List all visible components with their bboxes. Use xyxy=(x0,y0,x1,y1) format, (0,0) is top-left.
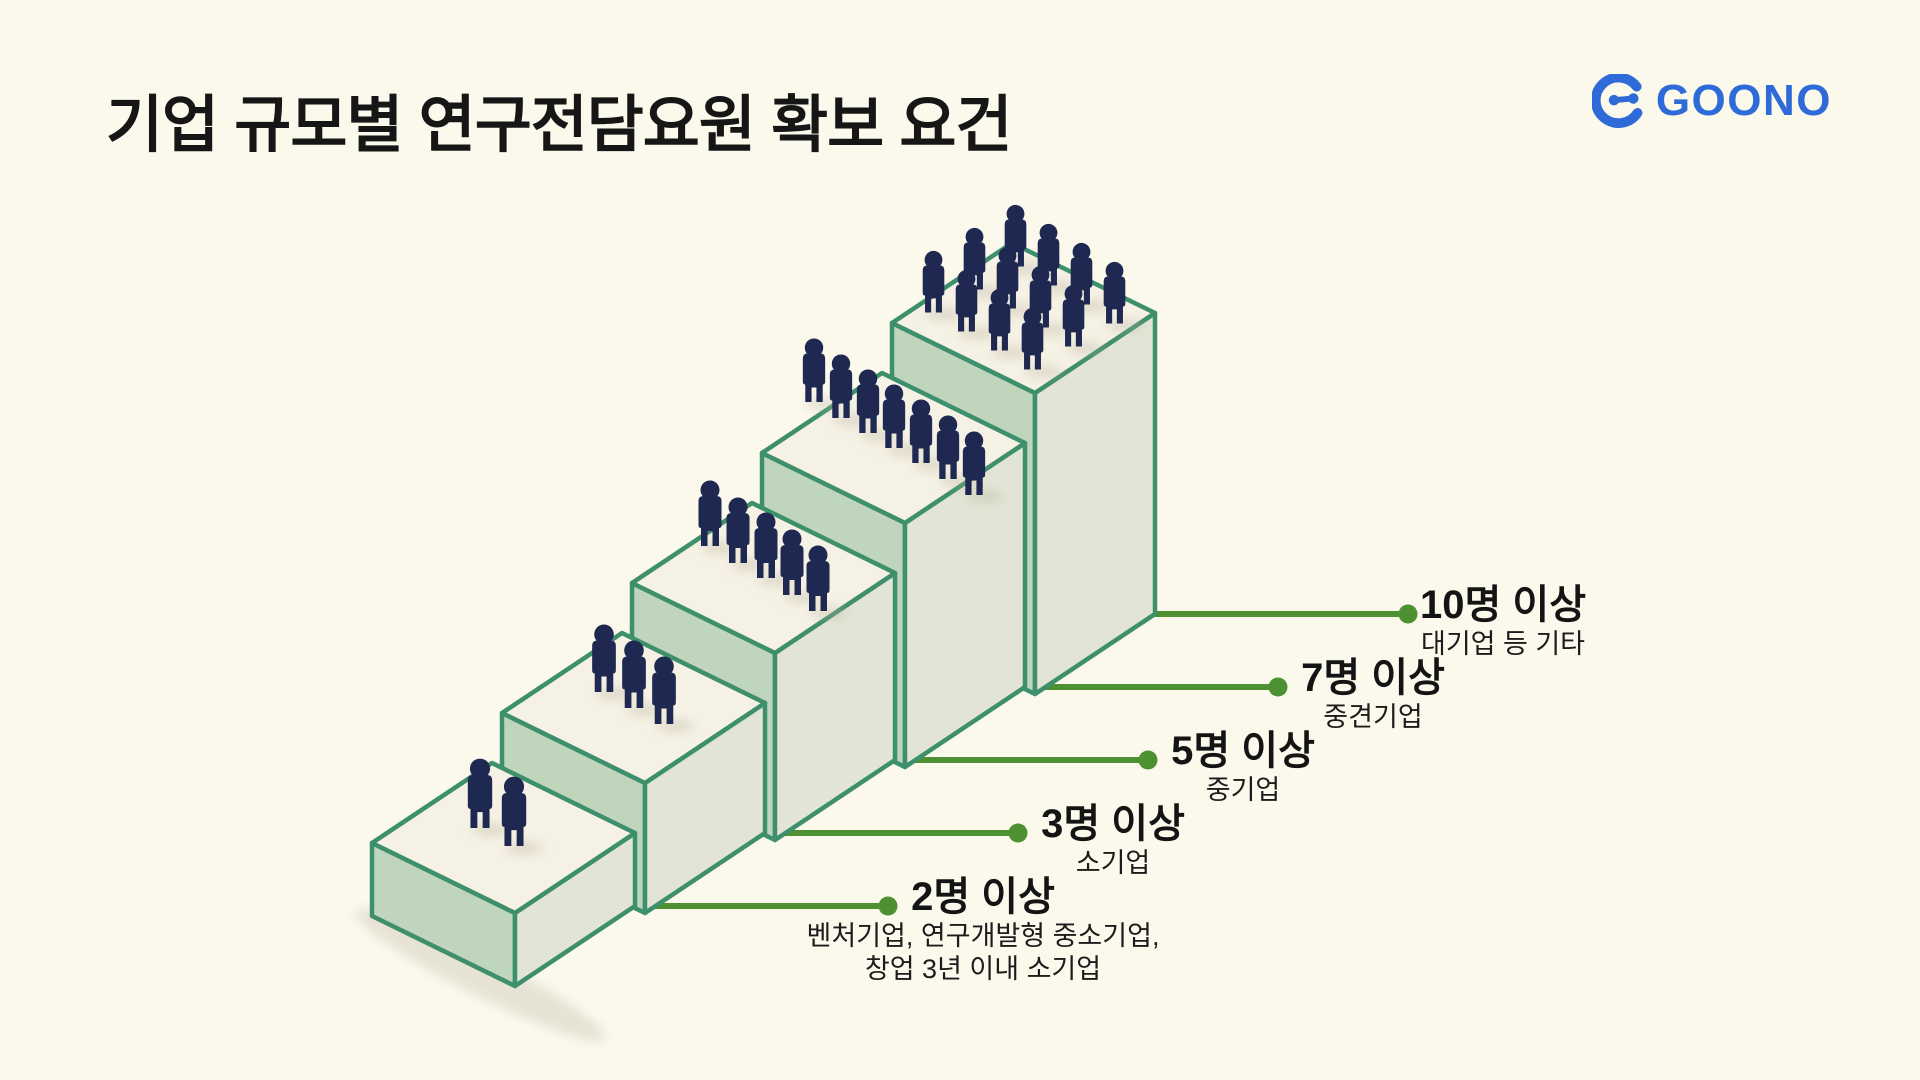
person-shadow xyxy=(656,720,694,732)
people-group xyxy=(922,204,1145,378)
person-shadow xyxy=(1024,365,1063,378)
leader-dot xyxy=(1398,604,1418,624)
person-shadow xyxy=(596,688,634,700)
person-icon xyxy=(802,338,826,402)
step-box xyxy=(369,760,638,989)
leader-dot xyxy=(1008,823,1028,843)
leader-dot xyxy=(878,896,898,916)
person-shadow xyxy=(991,346,1030,359)
page-title: 기업 규모별 연구전담요원 확보 요건 xyxy=(106,91,1013,160)
person-shadow xyxy=(1065,342,1104,355)
people-group xyxy=(698,480,848,619)
leader-dot xyxy=(1138,750,1158,770)
person-shadow xyxy=(966,491,1004,503)
person-shadow xyxy=(810,607,848,619)
goono-logo-icon xyxy=(1591,74,1643,128)
person-shadow xyxy=(958,327,997,340)
goono-logo-text: GOONO xyxy=(1655,76,1832,125)
ground-shadow xyxy=(354,908,606,1042)
people-group xyxy=(802,338,1004,503)
person-shadow xyxy=(506,842,544,854)
leader-dot xyxy=(1268,677,1288,697)
step-face-top xyxy=(369,760,638,916)
people-group xyxy=(467,758,544,854)
goono-logo: GOONO xyxy=(1591,74,1832,128)
person-shadow xyxy=(925,308,964,321)
person-shadow xyxy=(472,824,510,836)
person-shadow xyxy=(626,704,664,716)
people-group xyxy=(592,624,694,732)
person-shadow xyxy=(1106,319,1145,332)
